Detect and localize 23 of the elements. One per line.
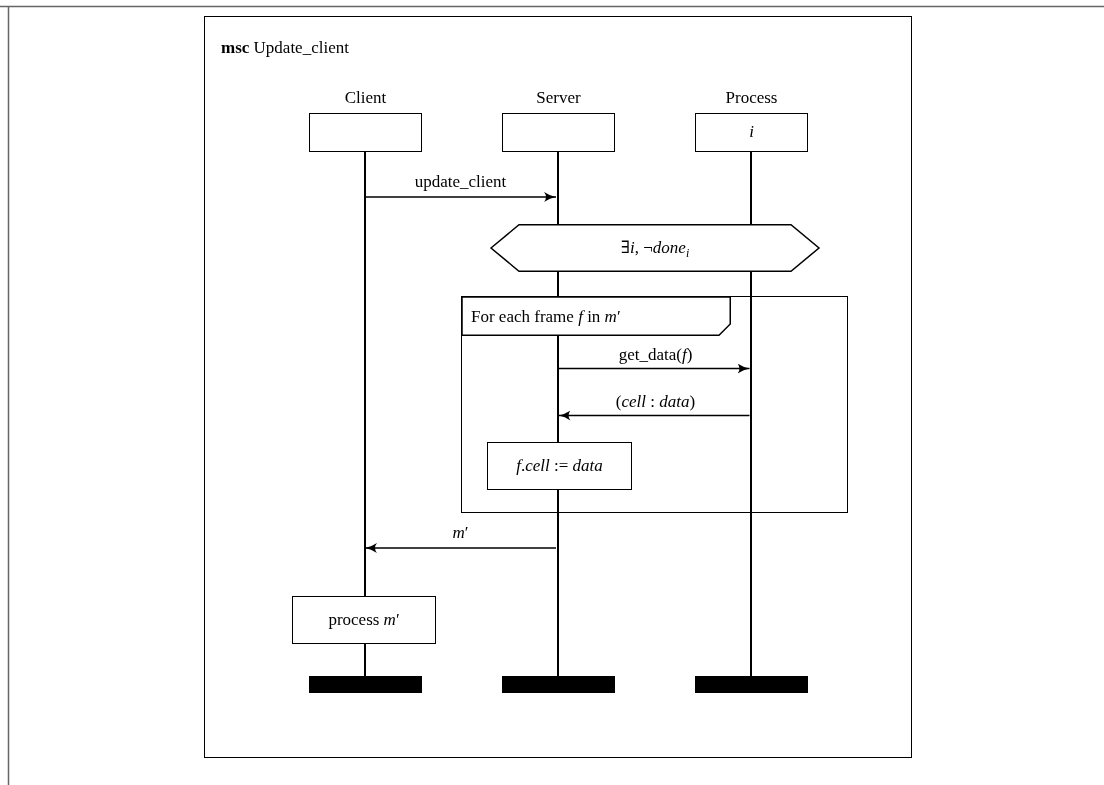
- message-label: update_client: [413, 173, 508, 190]
- lifeline: [750, 152, 752, 676]
- lifeline: [364, 152, 366, 676]
- instance-name: Server: [535, 89, 582, 106]
- instance-end-bar: [309, 676, 422, 693]
- action-box: [292, 596, 436, 644]
- instance-end-bar: [695, 676, 808, 693]
- condition-hexagon: [491, 224, 819, 272]
- action-label: f.cell := data: [515, 457, 604, 474]
- instance-name: Process: [724, 89, 779, 106]
- instance-end-bar: [502, 676, 615, 693]
- condition-label: ∃i, ¬done$_{i}$: [619, 239, 691, 261]
- frame-heading: msc Update_client: [221, 39, 349, 56]
- msc-frame: [204, 16, 912, 758]
- message-label: m′: [451, 524, 470, 541]
- instance-variable: i: [748, 123, 755, 140]
- message-label: get_data(f): [617, 346, 694, 363]
- action-box: [487, 442, 632, 490]
- message-label: (cell : data): [614, 393, 697, 410]
- loop-condition: For each frame f in m′: [471, 308, 621, 325]
- instance-name: Client: [343, 89, 388, 106]
- action-label: process m′: [327, 611, 401, 628]
- loop-frame: [461, 296, 848, 513]
